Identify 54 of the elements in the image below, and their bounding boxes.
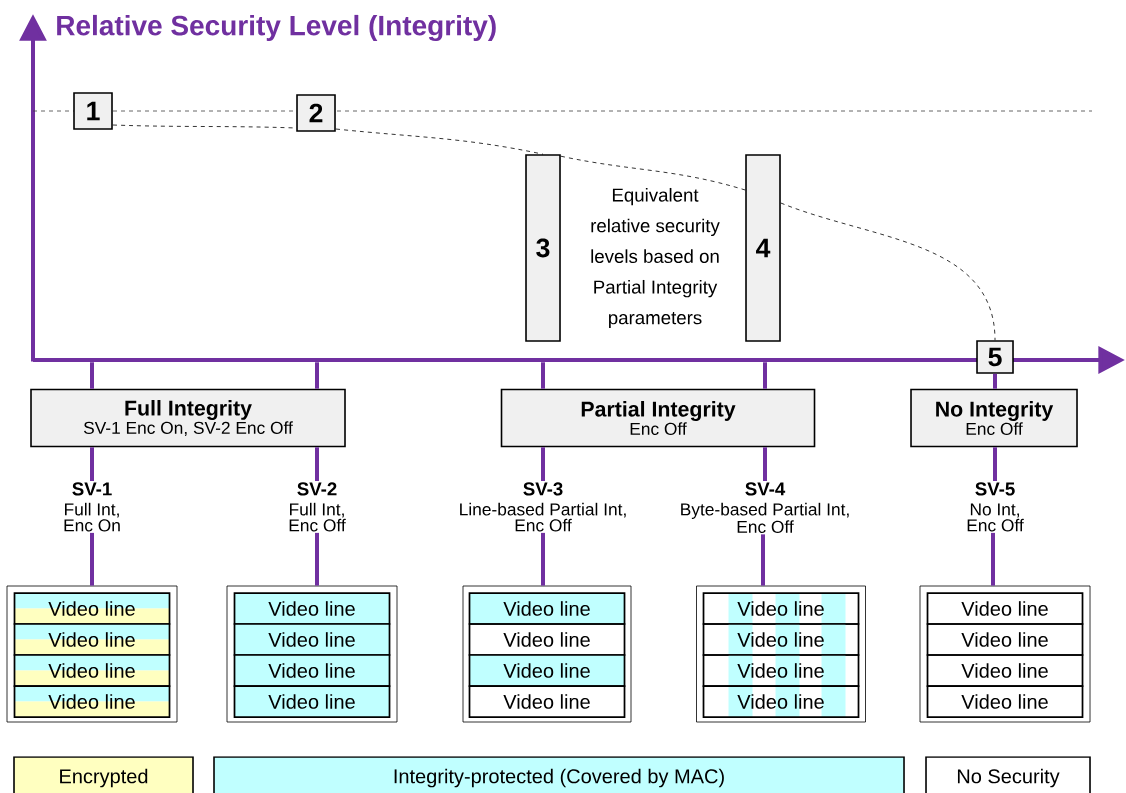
dashed-curve — [780, 202, 996, 341]
video-line: Video line — [233, 592, 391, 625]
connector-line — [763, 447, 767, 481]
connector-line — [761, 534, 765, 586]
connector-line — [90, 362, 94, 389]
connector-line — [541, 532, 545, 586]
dashed-curve — [560, 155, 746, 191]
connector-line — [993, 373, 997, 389]
connector-line — [993, 447, 997, 481]
legend-label: Encrypted — [60, 768, 148, 788]
connector-line — [763, 362, 767, 389]
sv-label: SV-3 Line-based Partial Int, Enc Off — [460, 482, 626, 532]
connector-line — [541, 447, 545, 481]
video-line: Video line — [702, 592, 860, 625]
number-box: 4 — [745, 154, 781, 342]
number-box: 2 — [296, 94, 336, 132]
video-line: Video line — [13, 685, 171, 718]
category-box: No Integrity Enc Off — [910, 388, 1078, 448]
legend-label: No Security — [957, 768, 1060, 788]
video-line: Video line — [702, 654, 860, 687]
video-line: Video line — [233, 623, 391, 656]
sv-label: SV-1 Full Int, Enc On — [64, 482, 120, 532]
connector-line — [315, 362, 319, 389]
video-line: Video line — [468, 592, 626, 625]
video-frame — [696, 585, 866, 723]
connector-line — [90, 532, 94, 586]
video-frame — [6, 585, 178, 723]
sv-label: SV-4 Byte-based Partial Int, Enc Off — [681, 482, 849, 533]
video-line: Video line — [468, 654, 626, 687]
video-line: Video line — [233, 654, 391, 687]
video-frame — [919, 585, 1091, 723]
axis-title: Relative Security Level (Integrity) — [57, 14, 496, 42]
connector-line — [541, 362, 545, 389]
video-line: Video line — [702, 685, 860, 718]
number-box: 5 — [976, 340, 1014, 374]
video-line: Video line — [13, 623, 171, 656]
category-box: Partial Integrity Enc Off — [500, 388, 816, 448]
video-line: Video line — [233, 685, 391, 718]
connector-line — [90, 447, 94, 481]
legend-label: Integrity-protected (Covered by MAC) — [394, 768, 724, 788]
connector-line — [315, 532, 319, 586]
video-frame — [462, 585, 632, 723]
sv-label: SV-2 Full Int, Enc Off — [289, 482, 346, 532]
video-line: Video line — [13, 654, 171, 687]
sv-label: SV-5 No Int, Enc Off — [967, 482, 1024, 532]
video-frame — [226, 585, 398, 723]
category-box: Full Integrity SV-1 Enc On, SV-2 Enc Off — [30, 388, 346, 448]
connector-line — [315, 447, 319, 481]
video-line: Video line — [13, 592, 171, 625]
number-box: 3 — [525, 154, 561, 342]
video-line: Video line — [702, 623, 860, 656]
number-box: 1 — [73, 92, 113, 130]
note-text: Equivalent relative security levels based on Partial Integrity parameters — [591, 187, 720, 329]
connector-line — [991, 532, 995, 586]
